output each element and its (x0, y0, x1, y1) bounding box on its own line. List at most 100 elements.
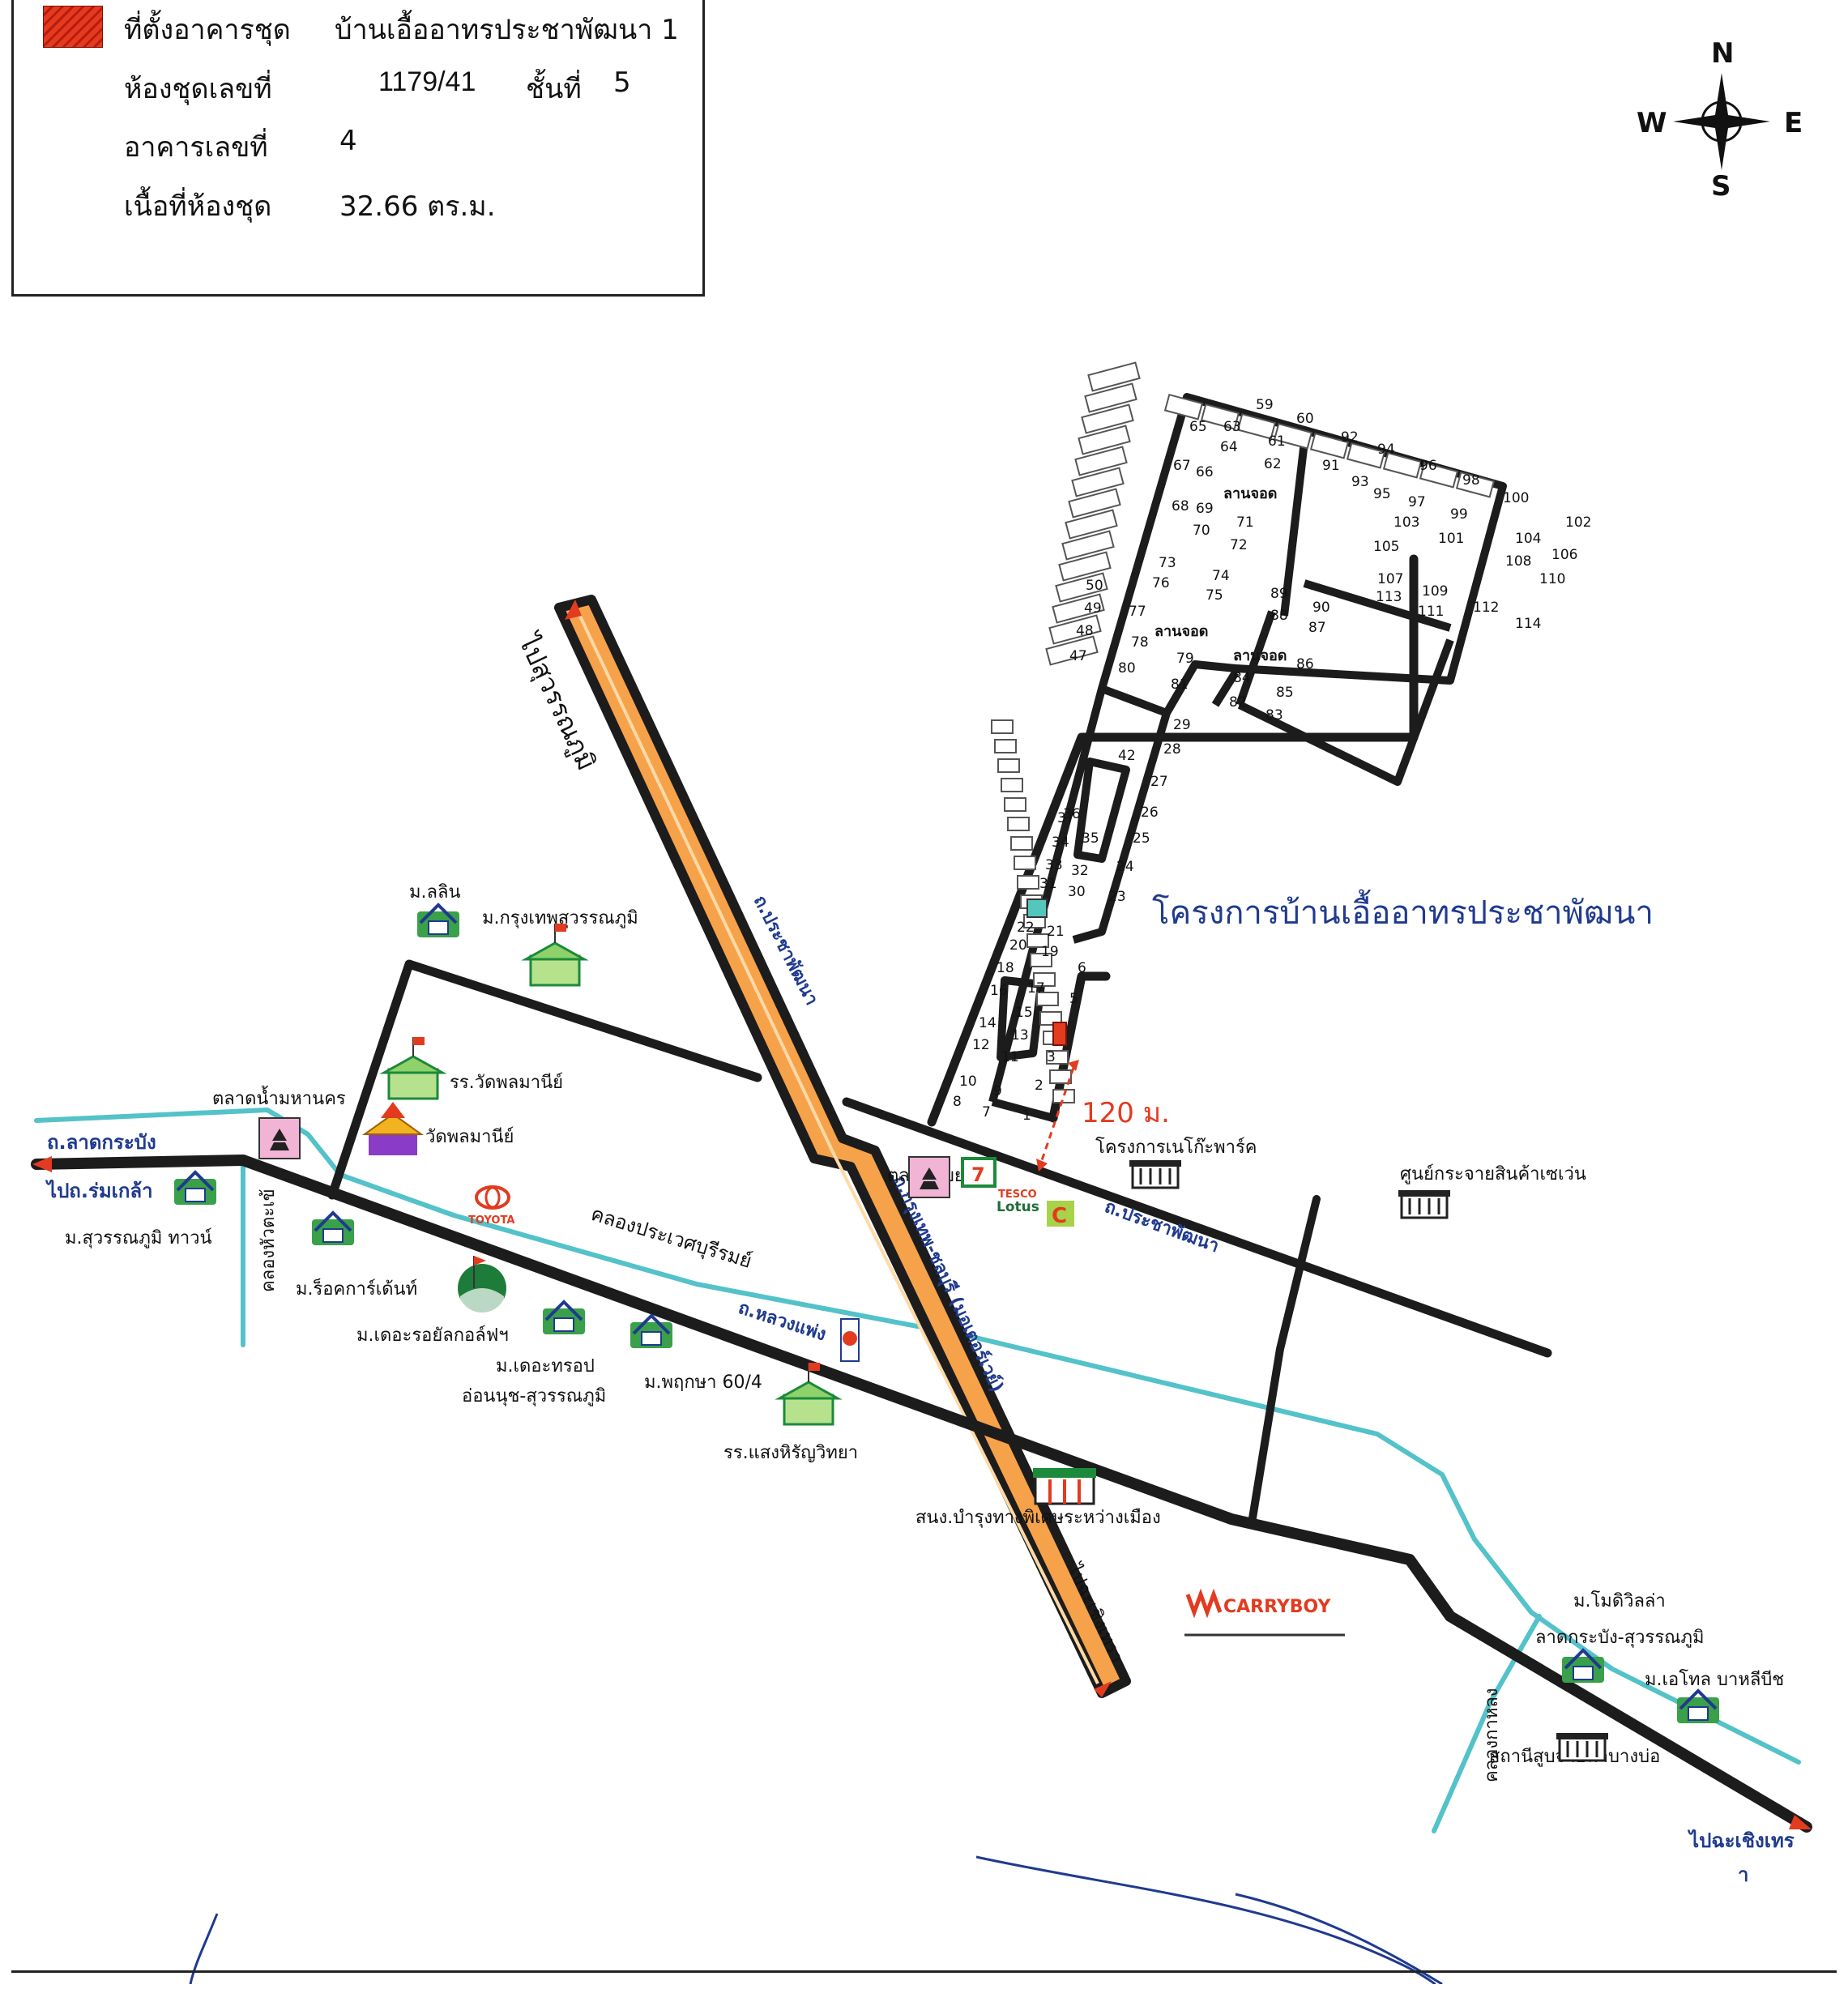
signature-strokes (189, 1855, 1443, 1984)
lot-number: 102 (1565, 514, 1591, 531)
legend-building-label: อาคารเลขที่ (124, 131, 268, 164)
lot-number: 92 (1341, 429, 1359, 446)
compass-icon (1673, 73, 1770, 170)
legend-site-label: ที่ตั้งอาคารชุด (124, 14, 291, 46)
lot-number: 11 (1001, 1049, 1019, 1065)
lot-number: 108 (1505, 553, 1531, 570)
lot-number: 28 (1163, 741, 1181, 758)
lot (1017, 875, 1039, 890)
lot-number: 8 (953, 1094, 962, 1110)
lot (991, 719, 1014, 734)
lot (997, 758, 1020, 773)
lot (1045, 635, 1099, 666)
legend-building-value: 4 (339, 125, 357, 157)
label-m-el-tol: ม.เอโทล บาหลีบีช (1645, 1669, 1784, 1690)
lot (1236, 412, 1277, 440)
lot (1068, 488, 1121, 519)
lot (1026, 933, 1049, 948)
label-hua-ta-khe-canal: คลองหัวตะเข้ (258, 1189, 279, 1292)
legend-unit-value: 1179/41 (378, 66, 476, 97)
label-m-rockgarden: ม.ร็อคการ์เด้นท์ (296, 1277, 417, 1300)
label-floating-market: ตลาดน้ำมหานคร (212, 1086, 346, 1109)
label-m-the-trop-2: อ่อนนุช-สุวรรณภูมิ (462, 1386, 606, 1406)
lot-number: 27 (1150, 774, 1168, 790)
lot-number: 86 (1296, 656, 1314, 672)
compass-rose: N S E W (1637, 37, 1815, 203)
lot-number: 112 (1473, 600, 1499, 616)
lot-number: 47 (1069, 648, 1087, 664)
school-icons (379, 924, 843, 1426)
lot-number: 99 (1450, 506, 1468, 523)
lot-number: 82 (1229, 694, 1247, 711)
lot-number: 87 (1308, 620, 1326, 636)
lot-number: 68 (1172, 498, 1189, 514)
svg-text:CARRYBOY: CARRYBOY (1223, 1597, 1331, 1617)
label-m-modi-villa-1: ม.โมดิวิลล่า (1573, 1590, 1666, 1611)
label-seven-dc: ศูนย์กระจายสินค้าเซเว่น (1400, 1164, 1586, 1184)
label-lat-krabang: ถ.ลาดกระบัง (47, 1131, 156, 1154)
lot-number: 60 (1296, 411, 1314, 427)
parking-label-1: ลานจอด (1223, 485, 1278, 502)
compass-n: N (1711, 37, 1735, 70)
lot-number: 79 (1176, 651, 1194, 667)
lot-number: 29 (1173, 717, 1191, 733)
lot (1419, 461, 1459, 489)
lot (1004, 797, 1026, 812)
school-icon (775, 1363, 843, 1426)
lot-number: 71 (1236, 514, 1254, 531)
compass-s: S (1711, 170, 1731, 203)
lot-number: 6 (1078, 960, 1086, 976)
lot-number: 14 (979, 1015, 997, 1031)
lot (1048, 614, 1102, 645)
lot-number: 19 (1041, 944, 1059, 960)
lot-number: 76 (1152, 575, 1170, 591)
arrow-to-rom-klao (32, 1156, 52, 1172)
lot-number: 91 (1322, 458, 1340, 474)
lot (1007, 817, 1030, 831)
house-icon (417, 903, 459, 937)
lot (1084, 382, 1137, 413)
house-icon (174, 1170, 216, 1205)
lot (1055, 572, 1108, 603)
lot (1071, 467, 1125, 497)
svg-text:TESCO: TESCO (998, 1189, 1037, 1201)
lot-number: 98 (1462, 472, 1480, 489)
label-to-rom-klao: ไปถ.ร่มเกล้า (45, 1179, 153, 1202)
lot-number: 96 (1419, 458, 1437, 474)
lot (1052, 593, 1105, 624)
lot-number: 80 (1118, 660, 1136, 677)
lot-number: 3 (1047, 1049, 1056, 1065)
ptt-icon (840, 1318, 860, 1362)
lot-number: 24 (1116, 859, 1134, 875)
lot-number: 62 (1264, 456, 1282, 472)
thap-yao-market-icon (908, 1156, 950, 1198)
lot (1087, 361, 1141, 392)
school-icon (379, 1037, 447, 1100)
lot-number: 48 (1076, 623, 1094, 639)
lot-number: 32 (1071, 863, 1089, 879)
project-title: โครงการบ้านเอื้ออาทรประชาพัฒนา (1152, 889, 1654, 932)
lot-number: 12 (972, 1037, 990, 1053)
lot-number: 103 (1393, 514, 1419, 531)
lot-number: 16 (990, 983, 1008, 999)
compass-w: W (1637, 107, 1667, 139)
lot-number: 111 (1418, 604, 1444, 620)
lot-number: 78 (1131, 634, 1149, 651)
parking-label-3: ลานจอด (1233, 647, 1287, 664)
svg-text:7: 7 (971, 1163, 985, 1186)
label-school-wat-phonlamanee: รร.วัดพลมานีย์ (450, 1073, 563, 1093)
lot-number: 33 (1045, 857, 1063, 873)
lot (1014, 856, 1036, 870)
label-to-chachoengsao-3: า (1738, 1863, 1748, 1886)
lot-number: 75 (1206, 587, 1223, 604)
lot-number: 109 (1422, 583, 1448, 600)
lot-number: 26 (1141, 805, 1159, 821)
lot-number: 50 (1086, 578, 1103, 594)
teal-building (1026, 898, 1048, 918)
tesco-lotus-logo: TESCO Lotus (997, 1189, 1039, 1215)
lot-number: 94 (1377, 442, 1395, 458)
svg-text:TOYOTA: TOYOTA (468, 1214, 514, 1227)
label-m-modi-villa-2: ลาดกระบัง-สุวรรณภูมิ (1535, 1628, 1705, 1648)
lot (1273, 422, 1313, 450)
